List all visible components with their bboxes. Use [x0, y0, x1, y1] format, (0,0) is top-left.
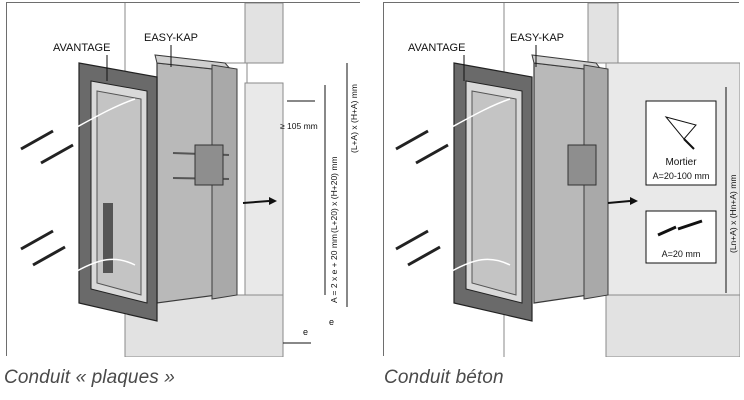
airflow-arrowhead — [269, 197, 277, 205]
airflow-arrow — [242, 200, 270, 204]
screw-box — [645, 210, 717, 264]
avantage-frame-recess — [471, 90, 517, 296]
wall-pillar-top — [587, 2, 619, 64]
dim-a-text: A = 2 x e + 20 mm — [329, 234, 339, 303]
caption-plaques: Conduit « plaques » — [4, 367, 175, 388]
dim-e2-text: e — [303, 327, 308, 337]
avantage-latch — [103, 203, 113, 273]
installation-diagram-plaques: AVANTAGE EASY-KAP ≥ 105 mm A = 2 x e + 2… — [7, 2, 361, 358]
arrow-top-screw — [451, 98, 511, 128]
mortier-title: Mortier — [665, 157, 697, 168]
screw-value: A=20 mm — [662, 249, 701, 259]
wall-pillar-mid — [244, 82, 284, 299]
installation-diagram-beton: AVANTAGE EASY-KAP Mortier A=20-100 mm A=… — [384, 2, 741, 358]
easykap-bracket — [194, 144, 224, 186]
dim-inner-text: (L+20) x (H+20) mm — [329, 156, 339, 233]
mortier-box — [645, 100, 717, 186]
dim-e1-text: e — [329, 317, 334, 327]
arrow-bottom-screw — [76, 258, 136, 272]
caption-beton: Conduit béton — [384, 367, 504, 388]
mortier-value: A=20-100 mm — [653, 171, 710, 181]
label-easykap: EASY-KAP — [510, 32, 564, 44]
dim-top-text: ≥ 105 mm — [280, 121, 318, 131]
dim-outer-text: (Ln+A) x (Hn+A) mm — [728, 175, 738, 253]
screw-icon — [395, 129, 449, 267]
screw-icon — [20, 129, 74, 267]
screw-anchor-icon — [657, 219, 703, 237]
illustration-panel-beton: AVANTAGE EASY-KAP Mortier A=20-100 mm A=… — [383, 2, 741, 358]
illustration-panel-plaques: AVANTAGE EASY-KAP ≥ 105 mm A = 2 x e + 2… — [6, 2, 361, 358]
label-avantage: AVANTAGE — [408, 42, 465, 54]
wall-base — [605, 294, 741, 358]
wall-pillar-top — [244, 2, 284, 64]
label-easykap: EASY-KAP — [144, 32, 198, 44]
label-avantage: AVANTAGE — [53, 42, 110, 54]
arrow-top-screw — [76, 98, 136, 128]
easykap-box-side — [211, 64, 238, 300]
easykap-bracket — [567, 144, 597, 186]
dim-outer-text: (L+A) x (H+A) mm — [349, 84, 359, 153]
airflow-arrow — [607, 200, 631, 204]
trowel-icon — [664, 116, 697, 150]
arrow-bottom-screw — [451, 258, 511, 272]
airflow-arrowhead — [630, 197, 638, 205]
